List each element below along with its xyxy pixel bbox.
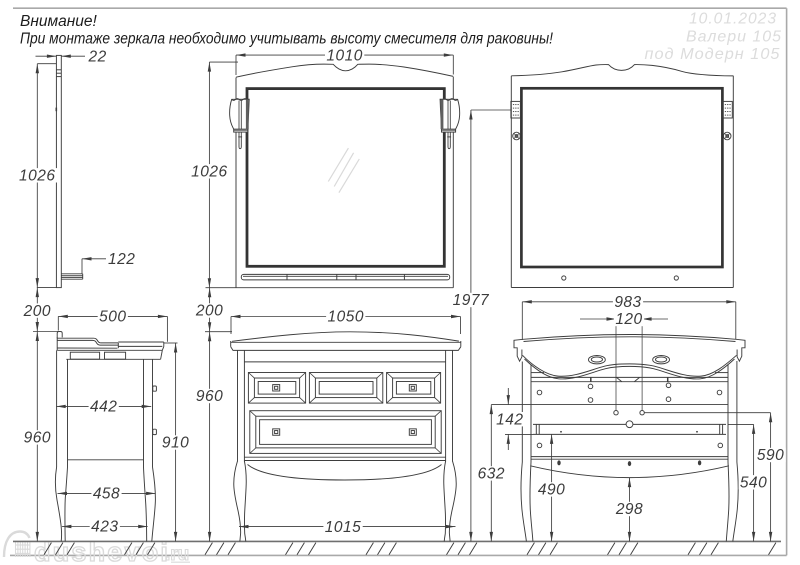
svg-text:200: 200 xyxy=(23,303,51,320)
svg-text:1010: 1010 xyxy=(326,47,362,64)
svg-text:1026: 1026 xyxy=(19,168,55,185)
svg-text:442: 442 xyxy=(90,399,117,416)
svg-text:22: 22 xyxy=(88,49,107,66)
svg-text:540: 540 xyxy=(740,475,767,492)
svg-text:298: 298 xyxy=(615,501,643,518)
svg-text:500: 500 xyxy=(99,309,126,326)
svg-text:10.01.2023: 10.01.2023 xyxy=(689,11,777,28)
svg-text:Внимание!: Внимание! xyxy=(20,13,98,30)
svg-text:.ru: .ru xyxy=(165,544,189,565)
svg-text:490: 490 xyxy=(538,482,565,499)
svg-text:590: 590 xyxy=(757,447,784,464)
svg-text:458: 458 xyxy=(93,486,120,503)
svg-text:Валери 105: Валери 105 xyxy=(686,29,782,46)
svg-text:200: 200 xyxy=(195,303,223,320)
svg-text:под Модерн 105: под Модерн 105 xyxy=(645,46,781,63)
svg-text:122: 122 xyxy=(108,251,135,268)
svg-text:632: 632 xyxy=(478,466,505,483)
svg-text:1050: 1050 xyxy=(328,309,364,326)
svg-text:983: 983 xyxy=(614,294,641,311)
svg-text:При монтаже зеркала необходимо: При монтаже зеркала необходимо учитывать… xyxy=(20,31,554,48)
svg-text:960: 960 xyxy=(24,430,51,447)
svg-text:142: 142 xyxy=(496,411,523,428)
svg-text:960: 960 xyxy=(196,388,223,405)
svg-text:1977: 1977 xyxy=(453,292,490,309)
svg-text:423: 423 xyxy=(91,519,118,536)
svg-text:1026: 1026 xyxy=(191,164,227,181)
svg-text:910: 910 xyxy=(162,435,189,452)
svg-text:120: 120 xyxy=(615,311,642,328)
svg-text:1015: 1015 xyxy=(325,519,361,536)
